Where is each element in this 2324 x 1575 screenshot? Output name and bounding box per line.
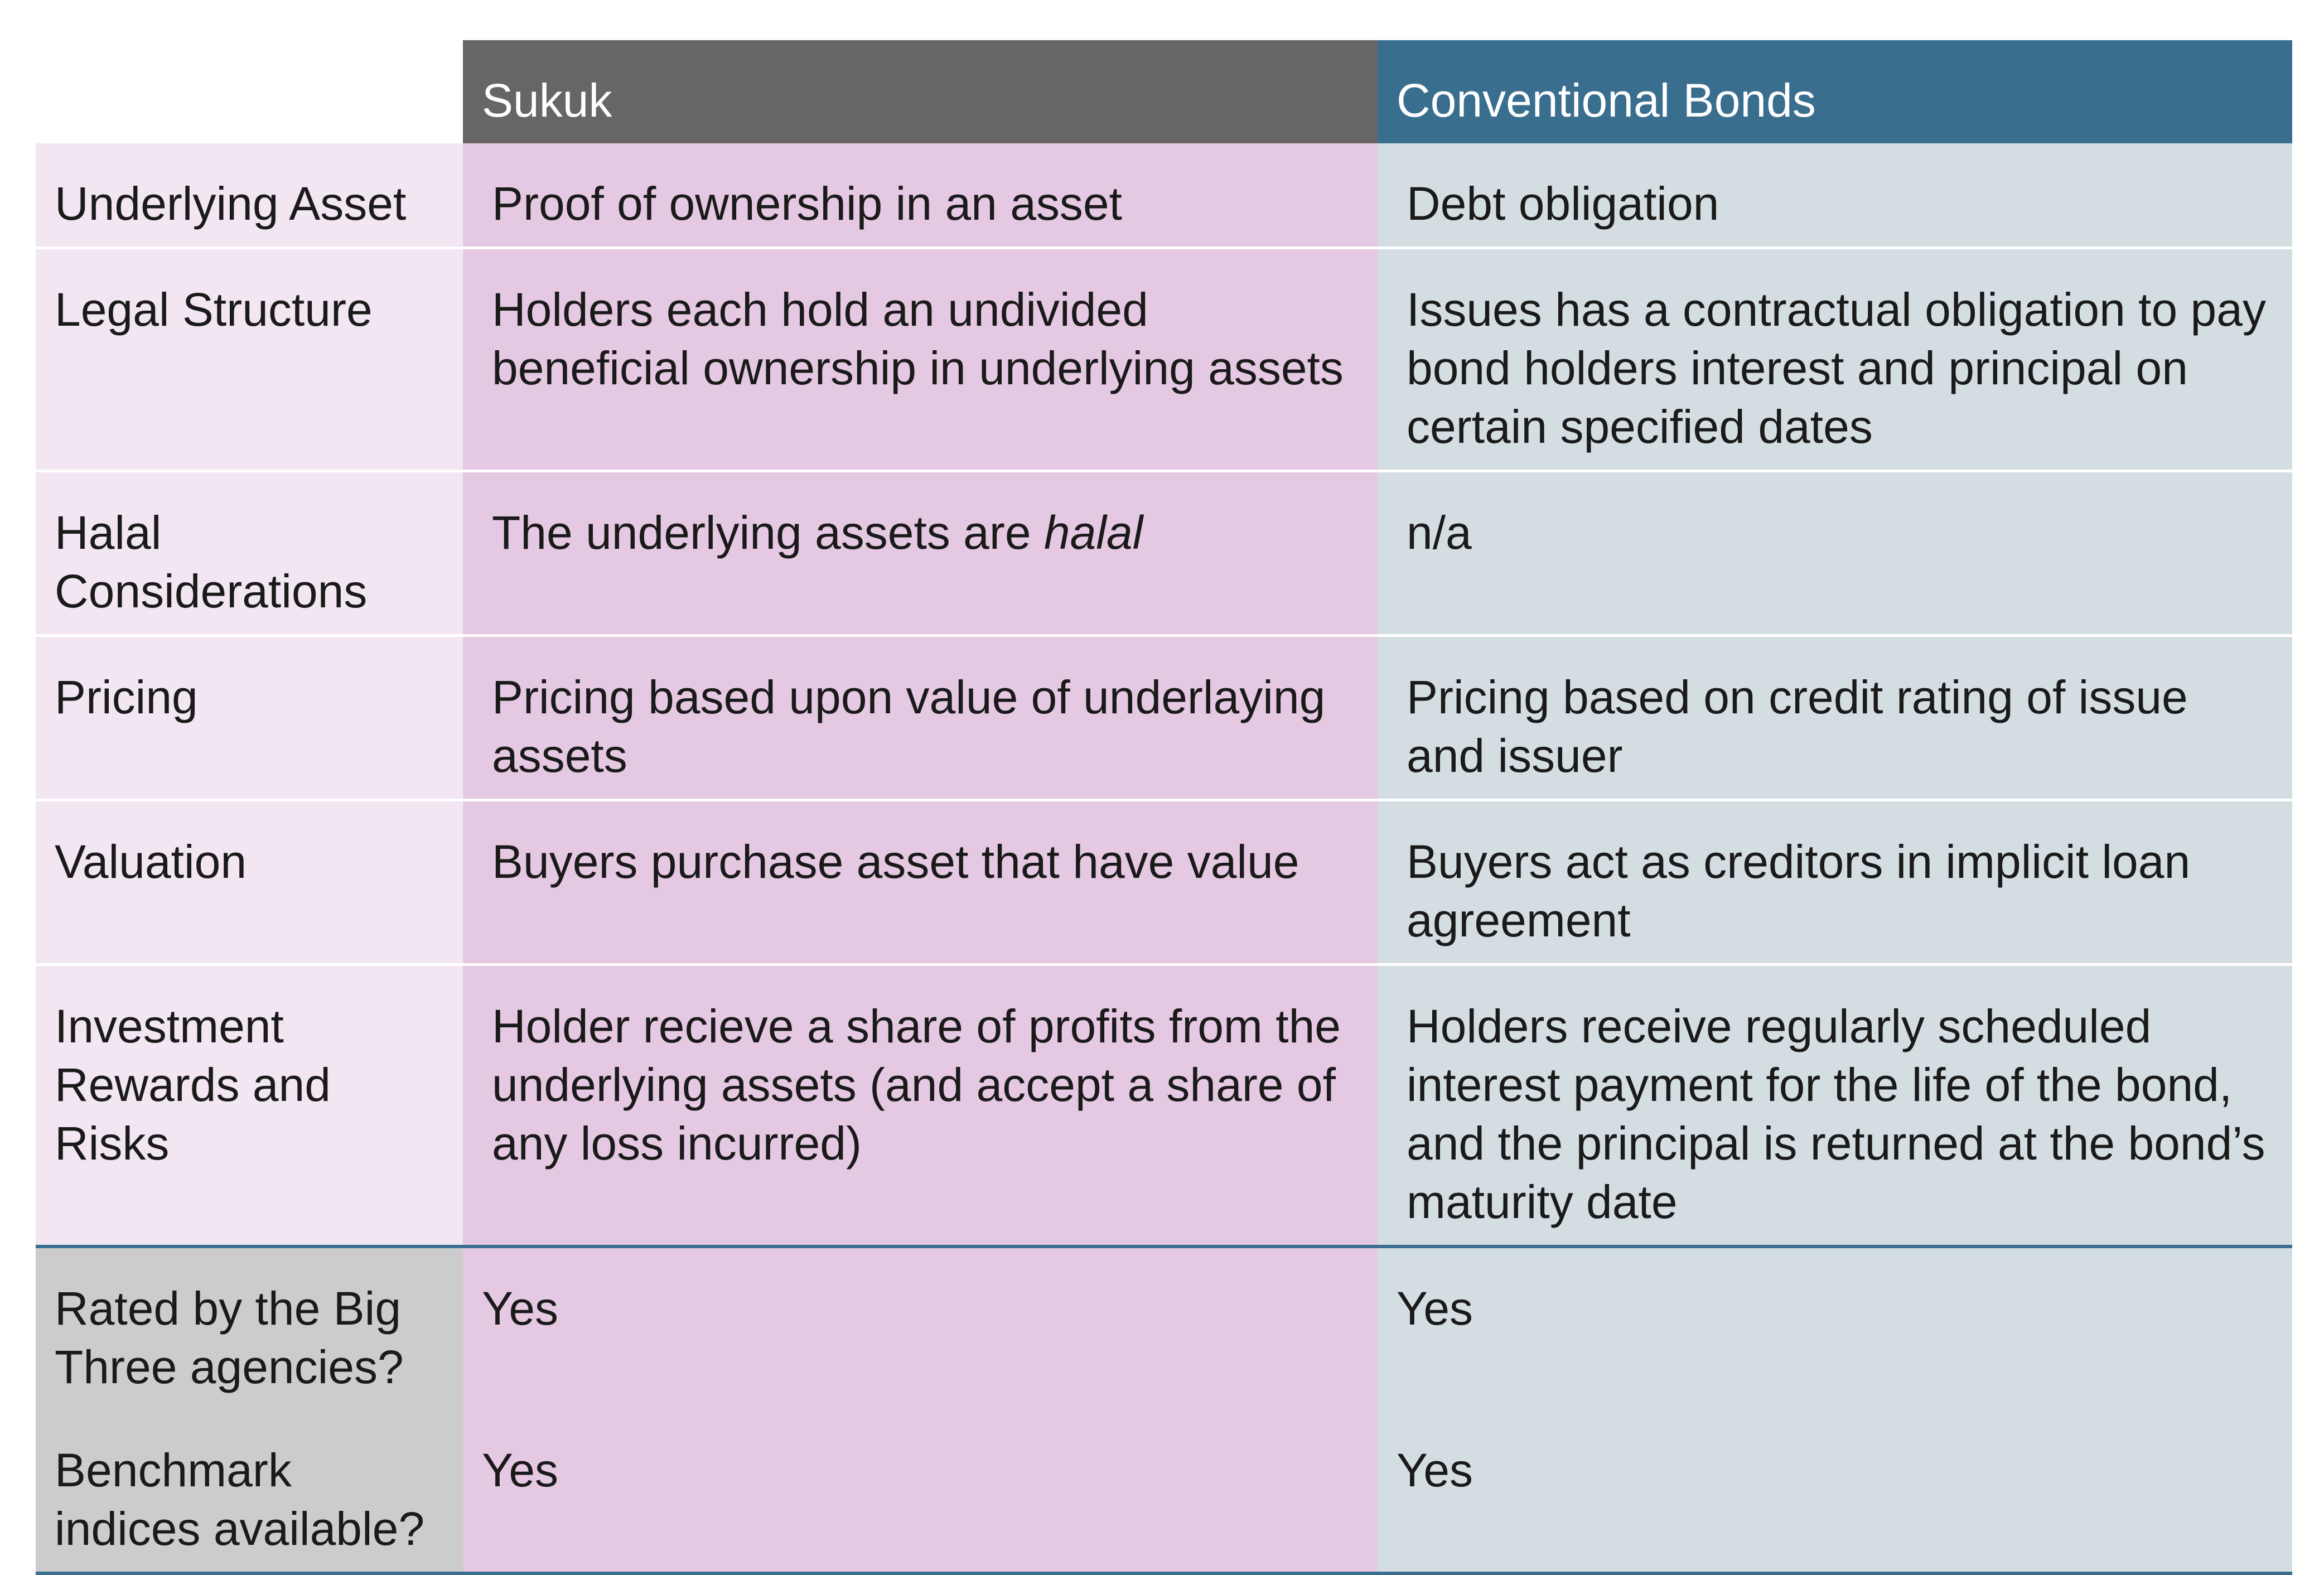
sukuk-halal-text: The underlying assets are [492, 506, 1044, 559]
sukuk-underlying-asset: Proof of ownership in an asset [463, 143, 1378, 248]
conventional-rated-by-big-three: Yes [1378, 1245, 2292, 1410]
sukuk-benchmark-indices: Yes [463, 1410, 1378, 1575]
table-row: Pricing Pricing based upon value of unde… [36, 634, 2292, 800]
table-row: Legal Structure Holders each hold an und… [36, 247, 2292, 471]
row-label-valuation: Valuation [36, 799, 463, 965]
row-label-pricing: Pricing [36, 634, 463, 800]
conventional-benchmark-indices: Yes [1378, 1410, 2292, 1575]
table-row: Investment Rewards and Risks Holder reci… [36, 963, 2292, 1247]
table-row: Rated by the Big Three agencies? Yes Yes [36, 1245, 2292, 1410]
row-label-legal-structure: Legal Structure [36, 247, 463, 471]
conventional-halal-considerations: n/a [1378, 470, 2292, 636]
comparison-table: Sukuk Conventional Bonds Underlying Asse… [36, 40, 2292, 1575]
conventional-legal-structure: Issues has a contractual obligation to p… [1378, 247, 2292, 471]
header-row: Sukuk Conventional Bonds [36, 40, 2292, 143]
conventional-investment-rewards-and-risks: Holders receive regularly scheduled inte… [1378, 963, 2292, 1247]
table-row: Valuation Buyers purchase asset that hav… [36, 799, 2292, 965]
header-conventional-bonds: Conventional Bonds [1378, 40, 2292, 143]
sukuk-halal-considerations: The underlying assets are halal [463, 470, 1378, 636]
row-label-benchmark-indices: Benchmark indices available? [36, 1410, 463, 1575]
conventional-pricing: Pricing based on credit rating of issue … [1378, 634, 2292, 800]
sukuk-investment-rewards-and-risks: Holder recieve a share of profits from t… [463, 963, 1378, 1247]
sukuk-rated-by-big-three: Yes [463, 1245, 1378, 1410]
table-row: Halal Considerations The underlying asse… [36, 470, 2292, 636]
sukuk-valuation: Buyers purchase asset that have value [463, 799, 1378, 965]
header-empty-cell [36, 40, 463, 143]
table-row: Benchmark indices available? Yes Yes [36, 1410, 2292, 1575]
header-sukuk: Sukuk [463, 40, 1378, 143]
sukuk-legal-structure: Holders each hold an undivided beneficia… [463, 247, 1378, 471]
row-label-underlying-asset: Underlying Asset [36, 143, 463, 248]
conventional-underlying-asset: Debt obligation [1378, 143, 2292, 248]
row-label-investment-rewards-and-risks: Investment Rewards and Risks [36, 963, 463, 1247]
table-row: Underlying Asset Proof of ownership in a… [36, 143, 2292, 248]
row-label-halal-considerations: Halal Considerations [36, 470, 463, 636]
halal-emphasis: halal [1043, 506, 1143, 559]
sukuk-pricing: Pricing based upon value of underlaying … [463, 634, 1378, 800]
conventional-valuation: Buyers act as creditors in implicit loan… [1378, 799, 2292, 965]
row-label-rated-by-big-three: Rated by the Big Three agencies? [36, 1245, 463, 1410]
